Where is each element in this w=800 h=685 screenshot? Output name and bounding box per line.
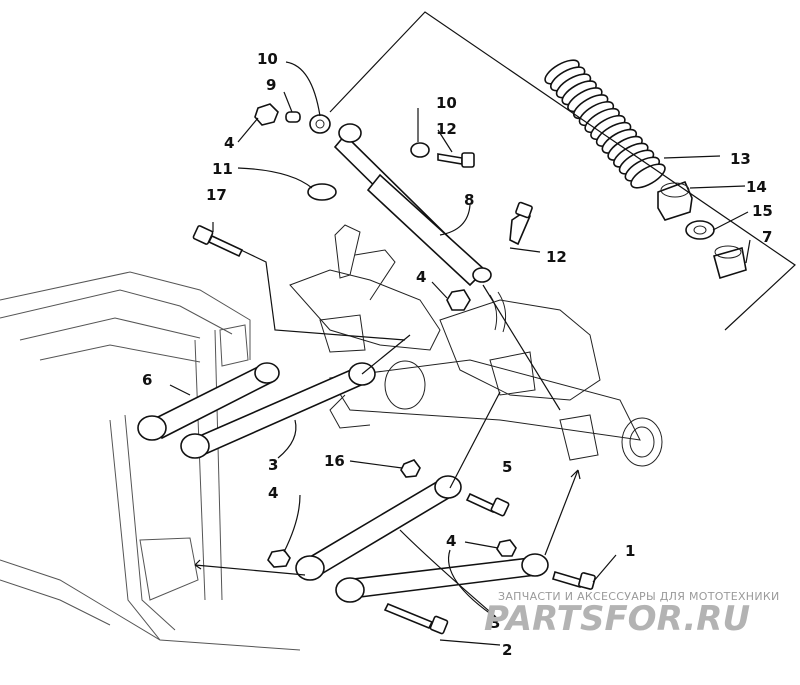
coil-spring [544, 59, 666, 189]
callout-13: 13 [730, 150, 751, 168]
callout-1: 1 [625, 542, 635, 560]
vehicle-frame [0, 271, 301, 651]
lower-control-arms [295, 475, 549, 603]
callout-2: 2 [502, 641, 512, 659]
callout-15: 15 [752, 202, 773, 220]
callout-6: 6 [142, 371, 152, 389]
shock-absorber [333, 123, 492, 287]
callout-11: 11 [212, 160, 233, 178]
callout-3: 3 [268, 456, 278, 474]
callout-7: 7 [762, 228, 772, 246]
axle-housing [289, 224, 663, 467]
watermark-logo: PARTSFOR.RU [484, 599, 750, 639]
callout-labels: 1 2 3 3 4 4 4 4 5 6 7 8 9 10 10 11 12 12… [142, 50, 773, 659]
leader-lines [169, 61, 751, 646]
callout-4: 4 [416, 268, 426, 286]
callout-10: 10 [257, 50, 278, 68]
callout-9: 9 [266, 76, 276, 94]
callout-4: 4 [446, 532, 456, 550]
callout-4: 4 [224, 134, 234, 152]
callout-5: 5 [502, 458, 512, 476]
callout-17: 17 [206, 186, 227, 204]
spring-kit-bracket [329, 11, 796, 331]
callout-4: 4 [268, 484, 278, 502]
callout-8: 8 [464, 191, 474, 209]
callout-16: 16 [324, 452, 345, 470]
watermark-tagline: ЗАПЧАСТИ И АКСЕССУАРЫ ДЛЯ МОТОТЕХНИКИ [498, 590, 780, 603]
watermark: ЗАПЧАСТИ И АКСЕССУАРЫ ДЛЯ МОТОТЕХНИКИ PA… [484, 590, 780, 639]
callout-14: 14 [746, 178, 767, 196]
upper-control-arms [137, 362, 376, 459]
callout-12: 12 [546, 248, 567, 266]
hardware [192, 103, 747, 635]
callout-10: 10 [436, 94, 457, 112]
callout-3: 3 [490, 614, 500, 632]
callout-12: 12 [436, 120, 457, 138]
